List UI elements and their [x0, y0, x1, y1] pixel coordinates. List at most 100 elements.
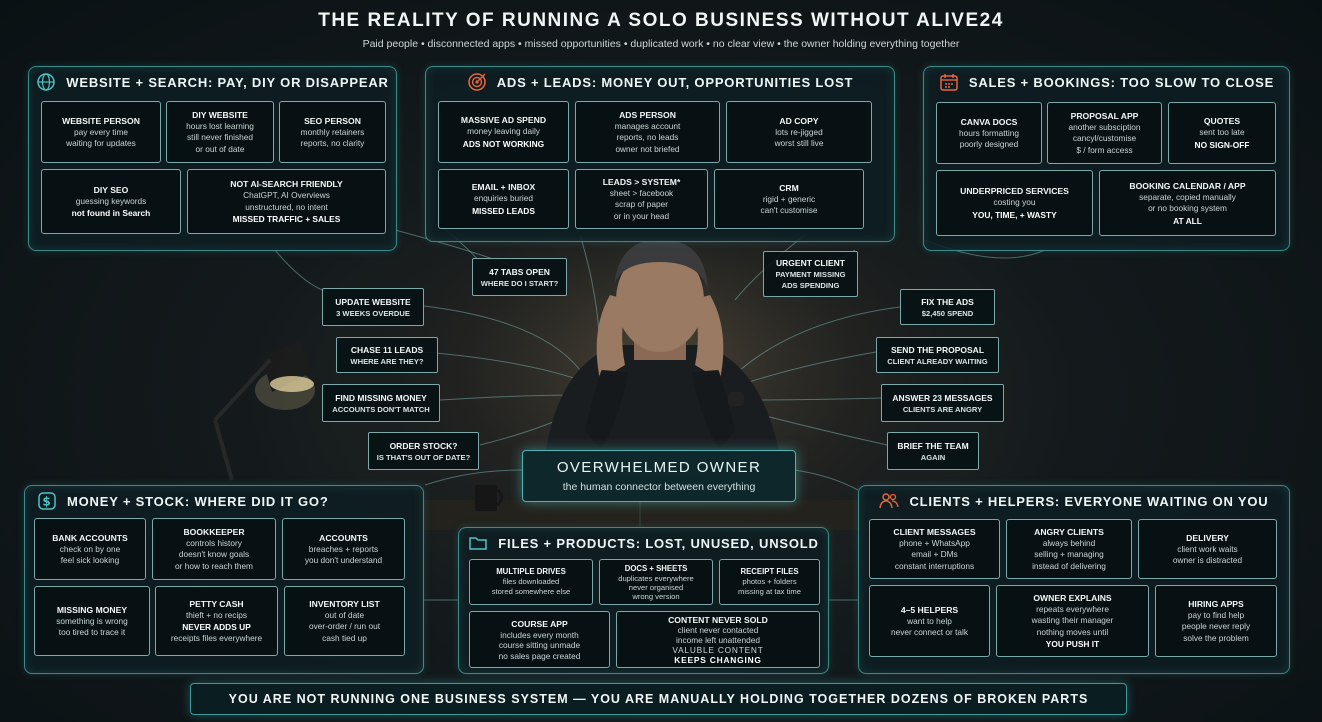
card-line: still never finished — [187, 132, 253, 143]
card-helpers: 4–5 HELPERS want to help never connect o… — [869, 585, 990, 657]
card-title: MISSING MONEY — [56, 604, 128, 615]
desk-lamp — [213, 340, 315, 481]
card-title: DIY SEO — [93, 184, 129, 195]
card-highlight: ADS NOT WORKING — [462, 138, 545, 149]
chip-find-missing-money: FIND MISSING MONEY ACCOUNTS DON'T MATCH — [322, 384, 440, 422]
card-line: manages account — [614, 120, 681, 131]
card-line: or in your head — [613, 210, 670, 221]
card-title: AD COPY — [779, 115, 819, 126]
card-massive-ad-spend: MASSIVE AD SPEND money leaving daily ADS… — [438, 101, 569, 163]
card-line: waiting for updates — [66, 138, 136, 148]
card-title: EMAIL + INBOX — [471, 182, 536, 193]
page-title: THE REALITY OF RUNNING A SOLO BUSINESS W… — [318, 10, 1004, 31]
card-line: photos + folders — [742, 577, 797, 586]
card-title: DELIVERY — [1186, 532, 1229, 543]
card-title: ADS PERSON — [619, 109, 676, 120]
panel-title: FILES + PRODUCTS: LOST, UNUSED, UNSOLD — [498, 535, 819, 551]
card-title: COURSE APP — [511, 618, 568, 629]
panel-header: CLIENTS + HELPERS: EVERYONE WAITING ON Y… — [859, 486, 1289, 516]
card-delivery: DELIVERY client work waits owner is dist… — [1138, 519, 1277, 579]
chip-chase-leads: CHASE 11 LEADS WHERE ARE THEY? — [336, 337, 438, 373]
people-icon — [879, 491, 900, 511]
card-line: solve the problem — [1183, 632, 1249, 643]
card-title: UNDERPRICED SERVICES — [960, 186, 1069, 197]
card-leads-system: LEADS > SYSTEM* sheet > facebook scrap o… — [575, 169, 708, 229]
chip-sub: $2,450 SPEND — [921, 308, 974, 318]
card-title: DOCS + SHEETS — [624, 563, 688, 573]
card-title: HIRING APPS — [1188, 598, 1244, 609]
card-line: you don't understand — [304, 555, 383, 565]
card-ad-copy: AD COPY lots re-jigged worst still live — [726, 101, 872, 163]
card-line: owner is distracted — [1172, 555, 1243, 565]
card-crm: CRM rigid + generic can't customise — [714, 169, 864, 229]
card-line: wrong version — [632, 591, 680, 601]
card-missing-money: MISSING MONEY something is wrong too tir… — [34, 586, 150, 656]
chip-brief-team: BRIEF THE TEAM AGAIN — [887, 432, 979, 470]
panel-sales-bookings: SALES + BOOKINGS: TOO SLOW TO CLOSE CANV… — [923, 66, 1290, 251]
panel-title: SALES + BOOKINGS: TOO SLOW TO CLOSE — [968, 74, 1275, 90]
card-line: includes every month — [500, 629, 579, 640]
card-highlight: KEEPS CHANGING — [674, 654, 762, 665]
card-line: too tired to trace it — [58, 627, 126, 637]
card-title: ACCOUNTS — [319, 532, 368, 543]
chip-sub: CLIENTS ARE ANGRY — [902, 404, 983, 414]
panel-title: ADS + LEADS: MONEY OUT, OPPORTUNITIES LO… — [496, 74, 854, 90]
panel-header: SALES + BOOKINGS: TOO SLOW TO CLOSE — [924, 67, 1289, 97]
card-canva-docs: CANVA DOCS hours formatting poorly desig… — [936, 102, 1042, 164]
chip-update-website: UPDATE WEBSITE 3 WEEKS OVERDUE — [322, 288, 424, 326]
card-highlight: NO SIGN-OFF — [1194, 139, 1250, 150]
card-line: instead of delivering — [1032, 560, 1106, 571]
card-title: WEBSITE PERSON — [62, 115, 140, 126]
card-title: RECEIPT FILES — [740, 567, 799, 576]
card-title: CONTENT NEVER SOLD — [668, 614, 768, 625]
panel-money-stock: $ MONEY + STOCK: WHERE DID IT GO? BANK A… — [24, 485, 424, 674]
card-highlight: AT ALL — [1173, 215, 1202, 226]
chip-title: URGENT CLIENT — [776, 258, 845, 268]
card-line: never organised — [628, 582, 684, 592]
card-line: scrap of paper — [614, 199, 669, 210]
card-inventory-list: INVENTORY LIST out of date over-order / … — [284, 586, 405, 656]
card-line: or out of date — [195, 143, 245, 154]
panel-title: CLIENTS + HELPERS: EVERYONE WAITING ON Y… — [909, 493, 1269, 509]
card-accounts: ACCOUNTS breaches + reports you don't un… — [282, 518, 405, 580]
card-title: LEADS > SYSTEM* — [602, 176, 681, 187]
card-line: worst still live — [774, 138, 824, 148]
card-line: separate, copied manually — [1139, 191, 1236, 202]
card-title: DIY WEBSITE — [192, 109, 248, 120]
card-line: lots re-jigged — [775, 126, 823, 137]
owner-silhouette — [545, 239, 780, 455]
chip-fix-the-ads: FIX THE ADS $2,450 SPEND — [900, 289, 995, 325]
panel-files-products: FILES + PRODUCTS: LOST, UNUSED, UNSOLD M… — [458, 527, 829, 674]
card-line: enquiries buried — [473, 193, 534, 204]
overwhelmed-owner-box: OVERWHELMED OWNER the human connector be… — [522, 450, 796, 502]
card-title: PETTY CASH — [189, 598, 244, 609]
card-line: poorly designed — [959, 139, 1019, 149]
card-title: 4–5 HELPERS — [900, 604, 959, 615]
card-line: always behind — [1042, 537, 1096, 548]
card-seo-person: SEO PERSON monthly retainers reports, no… — [279, 101, 386, 163]
card-line: duplicates everywhere — [618, 573, 694, 583]
card-petty-cash: PETTY CASH thieft + no recips NEVER ADDS… — [155, 586, 278, 656]
card-title: CLIENT MESSAGES — [893, 526, 976, 537]
card-proposal-app: PROPOSAL APP another subsciption cancyl/… — [1047, 102, 1162, 164]
card-highlight: not found in Search — [71, 208, 151, 219]
card-line: receipts files everywhere — [170, 633, 263, 643]
card-highlight: NEVER ADDS UP — [182, 622, 251, 632]
card-client-messages: CLIENT MESSAGES phone + WhatsApp email +… — [869, 519, 1000, 579]
card-line: pay every time — [74, 126, 128, 137]
card-line: constant interruptions — [894, 560, 975, 571]
card-angry-clients: ANGRY CLIENTS always behind selling + ma… — [1006, 519, 1132, 579]
chip-sub: WHERE DO I START? — [480, 278, 559, 288]
card-line: cancyl/customise — [1072, 133, 1137, 144]
card-diy-seo: DIY SEO guessing keywords not found in S… — [41, 169, 181, 234]
center-title: OVERWHELMED OWNER — [556, 459, 762, 476]
chip-order-stock: ORDER STOCK? IS THAT'S OUT OF DATE? — [368, 432, 479, 470]
card-docs-sheets: DOCS + SHEETS duplicates everywhere neve… — [599, 559, 713, 605]
card-title: BOOKKEEPER — [183, 526, 245, 537]
card-line: thieft + no recips — [185, 609, 248, 620]
chip-sub: ADS SPENDING — [781, 281, 840, 290]
card-line: selling + managing — [1034, 549, 1104, 560]
card-line: over-order / run out — [308, 621, 381, 632]
card-line: costing you — [993, 197, 1036, 208]
panel-header: $ MONEY + STOCK: WHERE DID IT GO? — [25, 486, 423, 516]
